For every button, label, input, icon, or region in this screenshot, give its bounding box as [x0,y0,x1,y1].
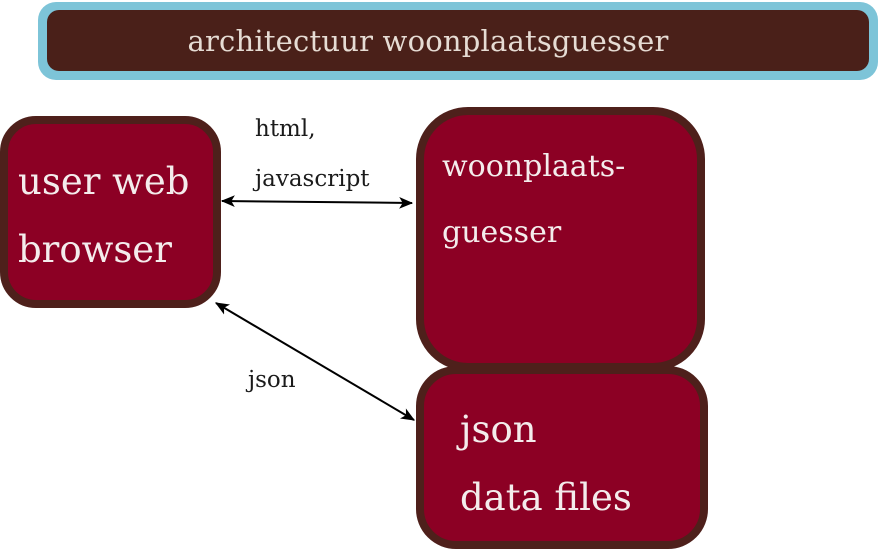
guesser-node-label-line2: guesser [442,215,562,250]
edge-label-html: html, [255,116,316,142]
title-banner-inner: architectuur woonplaatsguesser [47,10,869,71]
edge-label-json: json [248,367,296,393]
arrow-browser-guesser [220,195,414,209]
woonplaatsguesser-node: woonplaats- guesser [416,107,705,371]
json-node-label-line2: data files [460,476,632,519]
browser-node-label-line2: browser [18,228,172,271]
arrow-browser-json [214,302,416,421]
title-banner: architectuur woonplaatsguesser [38,2,878,80]
diagram-title: architectuur woonplaatsguesser [187,23,669,58]
json-data-files-node: json data files [416,366,708,549]
json-node-label-line1: json [460,408,537,451]
edge-label-javascript: javascript [255,166,370,192]
browser-node-label-line1: user web [18,160,190,203]
user-web-browser-node: user web browser [0,116,221,308]
guesser-node-label-line1: woonplaats- [442,149,626,184]
